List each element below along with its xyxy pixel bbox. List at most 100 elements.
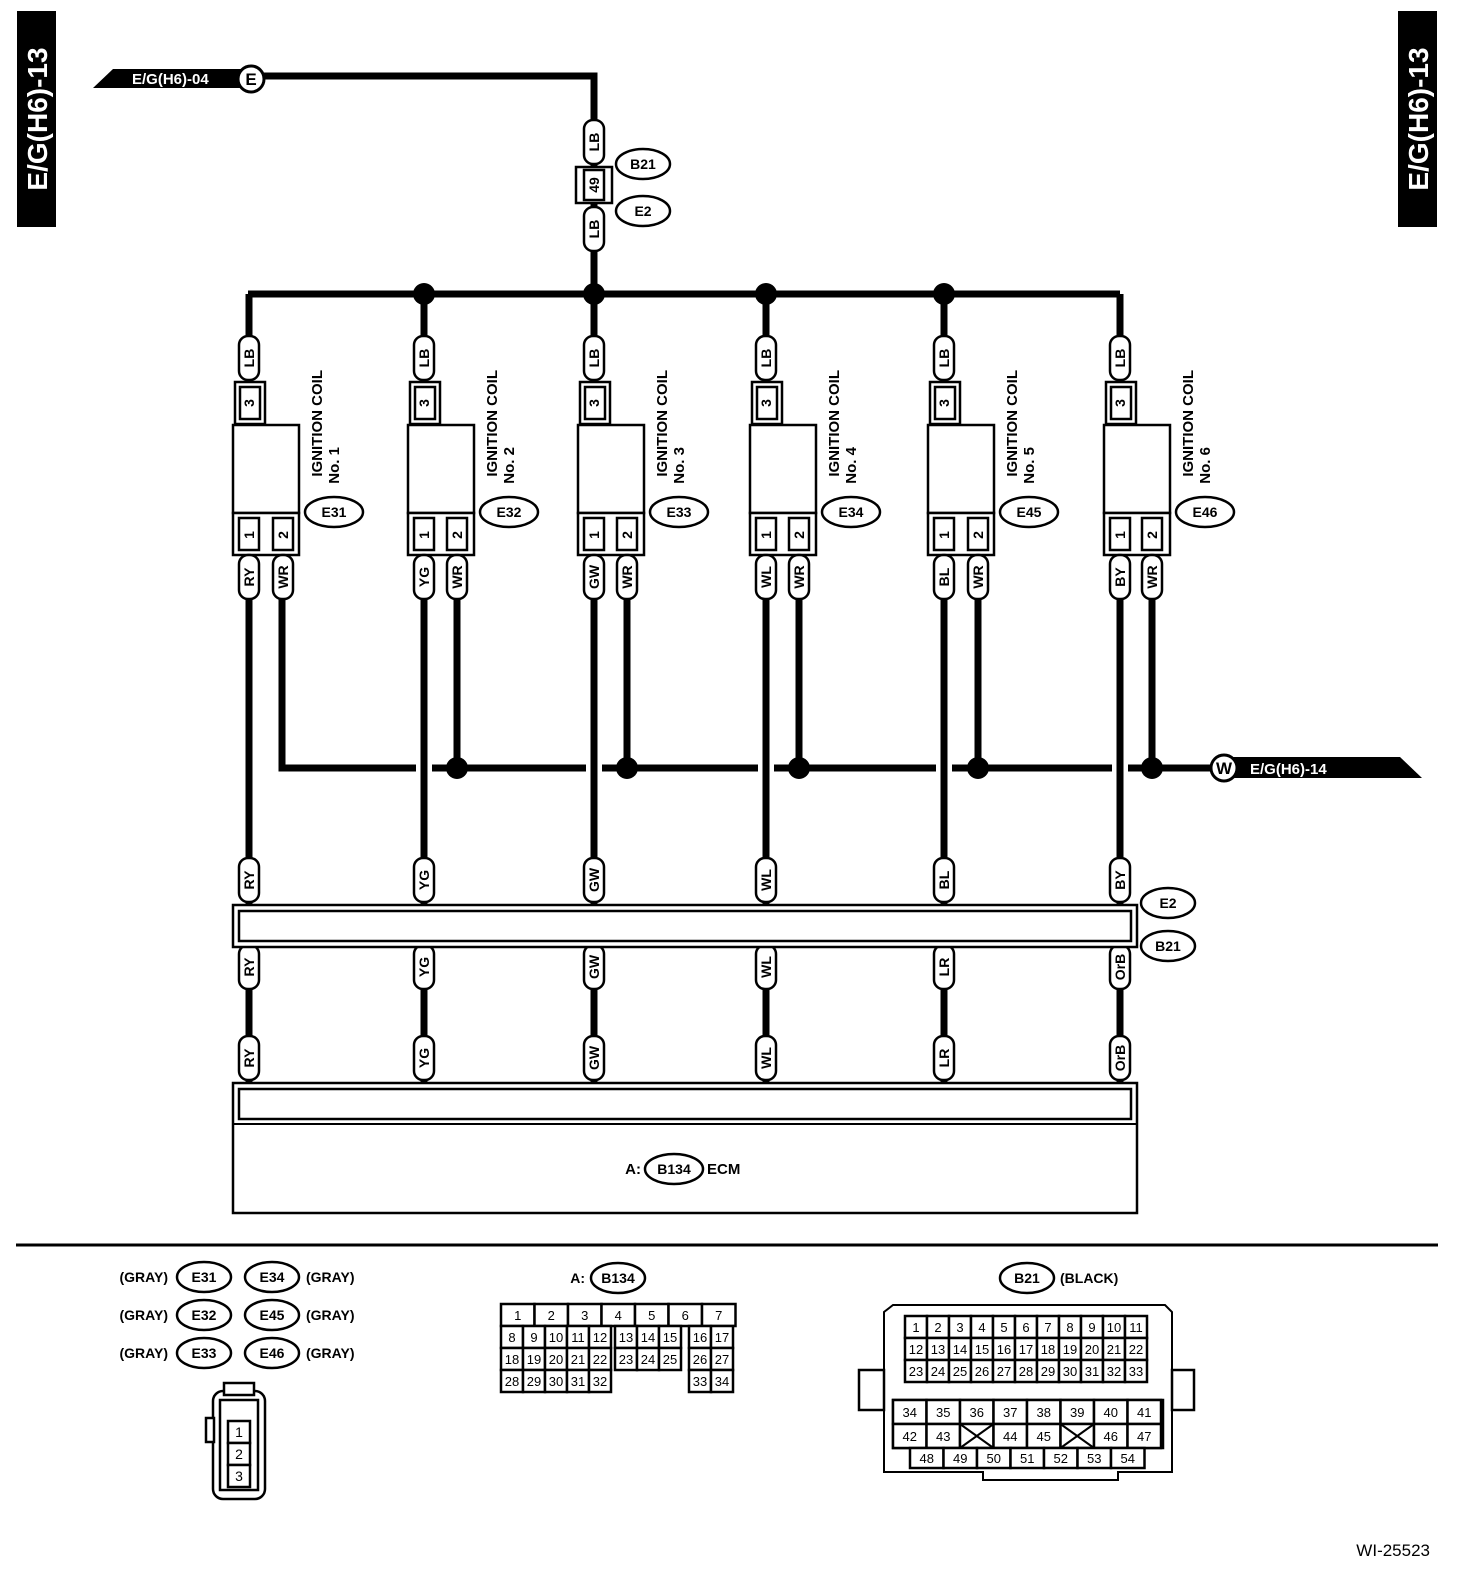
- b21-pin: 37: [1003, 1405, 1017, 1420]
- signal-color-tag: BY: [1108, 553, 1132, 601]
- coil-conn-oval: [303, 495, 365, 529]
- pin1-label: 1: [1112, 531, 1128, 539]
- b21-pin: 38: [1037, 1405, 1051, 1420]
- coil-conn-oval: [1174, 495, 1236, 529]
- ecm-color-tag-shape: [1108, 1034, 1132, 1082]
- ecm-color-tag-text: LR: [936, 1049, 952, 1068]
- supply-junction-dot: [933, 283, 955, 305]
- pin2-label: 2: [449, 531, 465, 539]
- ecm-color-tag: RY: [237, 1034, 261, 1082]
- b134-cell: [709, 1368, 735, 1394]
- b21-cell: [992, 1398, 1029, 1426]
- b21-pin: 32: [1107, 1364, 1121, 1379]
- joint-upper-color-tag-shape: [1108, 856, 1132, 904]
- b21-pin: 13: [931, 1342, 945, 1357]
- ground-color-tag-shape: [271, 553, 295, 601]
- b21-pin: 49: [953, 1451, 967, 1466]
- joint-lower-color-tag-text: RY: [241, 957, 257, 977]
- b134-pin: 6: [682, 1308, 689, 1323]
- b134-cell: [587, 1368, 613, 1394]
- b134-pin: 15: [663, 1330, 677, 1345]
- ecm-label: ECM: [707, 1161, 740, 1178]
- feed-conn-lower: E2: [634, 203, 651, 219]
- b134-pin: 33: [693, 1374, 707, 1389]
- ground-junction-dot: [967, 757, 989, 779]
- signal-color-tag: RY: [237, 553, 261, 601]
- b21-pin: 29: [1041, 1364, 1055, 1379]
- ground-junction-dot: [788, 757, 810, 779]
- b134-pin: 2: [548, 1308, 555, 1323]
- coil-face-cell: [226, 1463, 252, 1489]
- b134-pin: 29: [527, 1374, 541, 1389]
- top-reference-symbol: E: [245, 70, 256, 89]
- ecm-color-tag-shape: [754, 1034, 778, 1082]
- ground-color-tag-text: WR: [791, 565, 807, 588]
- bottom-reference: W E/G(H6)-14: [1209, 753, 1422, 783]
- ground-color-tag: WR: [787, 553, 811, 601]
- supply-junction-dot: [583, 283, 605, 305]
- b21-cell: [1109, 1446, 1146, 1470]
- b21-pin: 41: [1137, 1405, 1151, 1420]
- coil-number: No. 2: [501, 447, 518, 484]
- joint-lower-color-tag-text: OrB: [1112, 954, 1128, 980]
- supply-color-tag-shape: [237, 334, 261, 382]
- bottom-reference-symbol: W: [1216, 759, 1233, 778]
- legend-left-oval: [175, 1260, 233, 1294]
- legend-right-oval: [243, 1336, 301, 1370]
- b21-left-tab: [857, 1368, 886, 1412]
- b134-label: B134: [601, 1270, 635, 1286]
- b21-cell: [891, 1398, 928, 1426]
- b134-pin: 14: [641, 1330, 655, 1345]
- b21-oval: [998, 1261, 1056, 1295]
- ground-color-tag-text: WR: [1144, 565, 1160, 588]
- b134-pin: 17: [715, 1330, 729, 1345]
- b21-pin: 33: [1129, 1364, 1143, 1379]
- b21-pin: 9: [1088, 1320, 1095, 1335]
- b21-pin: 28: [1019, 1364, 1033, 1379]
- b21-pin: 40: [1104, 1405, 1118, 1420]
- pin3-label: 3: [936, 399, 952, 407]
- b21-pin: 51: [1020, 1451, 1034, 1466]
- joint-conn-lower: B21: [1155, 938, 1181, 954]
- ground-color-tag: WR: [271, 553, 295, 601]
- coil-conn-label: E33: [667, 504, 692, 520]
- joint-upper-color-tag-text: BL: [936, 870, 952, 889]
- pin1-inner: [237, 516, 261, 552]
- legend-left-color: (GRAY): [120, 1269, 169, 1285]
- b21-pin: 27: [997, 1364, 1011, 1379]
- b21-pin: 26: [975, 1364, 989, 1379]
- ground-color-tag: WR: [445, 553, 469, 601]
- coil-conn-label: E32: [497, 504, 522, 520]
- b134-pin: 28: [505, 1374, 519, 1389]
- pin3-label: 3: [586, 399, 602, 407]
- feed-pin-inner: [582, 168, 606, 202]
- legend-left-conn: E32: [192, 1307, 217, 1323]
- legend-left-oval: [175, 1298, 233, 1332]
- pin1-inner: [932, 516, 956, 552]
- ground-color-tag-shape: [966, 553, 990, 601]
- figure-id: WI-25523: [1356, 1541, 1430, 1560]
- signal-color-tag-shape: [412, 553, 436, 601]
- b21-pin: 22: [1129, 1342, 1143, 1357]
- pin2-inner: [271, 516, 295, 552]
- signal-color-tag: BL: [932, 553, 956, 601]
- b134-pin: 24: [641, 1352, 655, 1367]
- pin2-label: 2: [791, 531, 807, 539]
- supply-color-tag-text: LB: [758, 349, 774, 368]
- supply-color-tag-text: LB: [936, 349, 952, 368]
- b21-pin: 23: [909, 1364, 923, 1379]
- pin3-inner: [413, 385, 437, 421]
- b21-pin: 30: [1063, 1364, 1077, 1379]
- ecm-color-tag-shape: [582, 1034, 606, 1082]
- pin3-inner: [933, 385, 957, 421]
- b21-pin: 43: [936, 1429, 950, 1444]
- coil-conn-label: E46: [1193, 504, 1218, 520]
- pin1-inner: [1108, 516, 1132, 552]
